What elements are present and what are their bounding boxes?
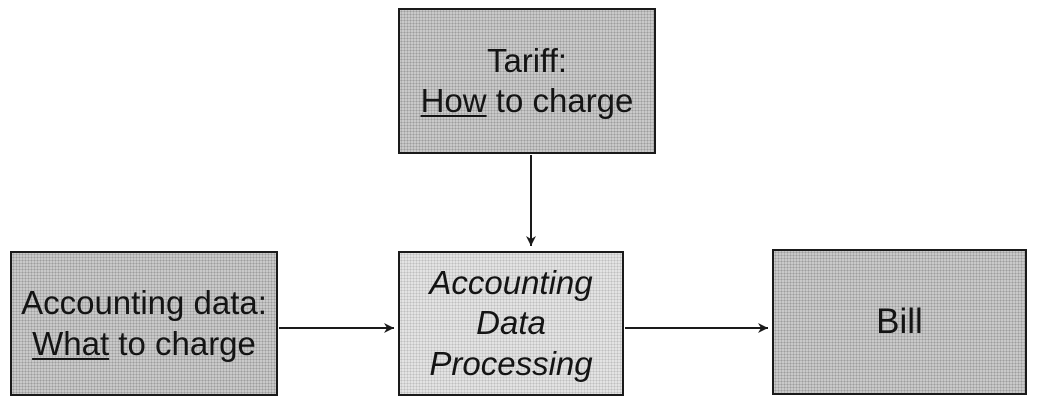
bill-label: Bill xyxy=(876,301,923,341)
processing-line-2: Data xyxy=(476,304,546,342)
tariff-subtitle: How to charge xyxy=(421,81,634,121)
accounting-data-subtitle-rest: to charge xyxy=(109,324,256,362)
processing-line-1: Accounting xyxy=(429,264,593,302)
processing-box: Accounting Data Processing xyxy=(398,251,624,396)
accounting-data-title: Accounting data: xyxy=(21,284,267,322)
accounting-data-underlined-word: What xyxy=(32,324,110,362)
tariff-subtitle-rest: to charge xyxy=(486,82,634,119)
tariff-box: Tariff: How to charge xyxy=(398,8,656,154)
tariff-underlined-word: How xyxy=(420,82,487,119)
accounting-data-box: Accounting data: What to charge xyxy=(10,251,278,396)
bill-box: Bill xyxy=(772,249,1027,395)
accounting-data-subtitle: What to charge xyxy=(32,324,256,364)
tariff-title: Tariff: xyxy=(486,41,568,79)
processing-line-3: Processing xyxy=(429,344,593,382)
